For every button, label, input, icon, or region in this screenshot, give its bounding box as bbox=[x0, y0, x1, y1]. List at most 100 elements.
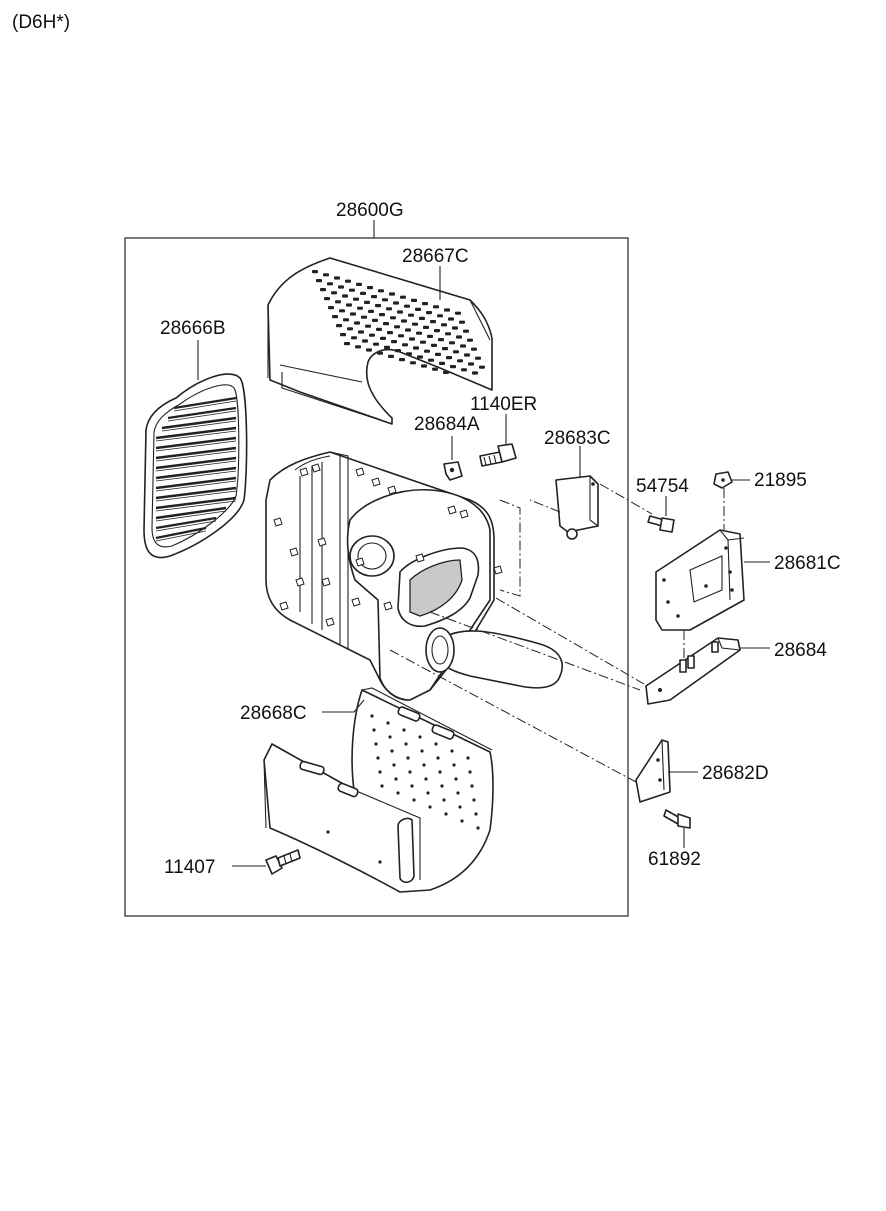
perforation bbox=[360, 291, 366, 295]
callout-28682D[interactable]: 28682D bbox=[702, 763, 769, 784]
bracket-small-icon[interactable] bbox=[555, 475, 599, 540]
grille-slat bbox=[155, 496, 237, 510]
perforation bbox=[434, 329, 440, 333]
shield-hole bbox=[434, 742, 438, 746]
assembly-line-bracket bbox=[495, 597, 645, 685]
perforation bbox=[364, 300, 370, 304]
perforation bbox=[387, 331, 393, 335]
perforation bbox=[356, 282, 362, 286]
body-clip bbox=[383, 601, 393, 611]
callout-28683C[interactable]: 28683C bbox=[544, 428, 611, 449]
nut-icon[interactable] bbox=[713, 471, 733, 489]
shield-hole bbox=[460, 819, 464, 823]
grille-slat bbox=[155, 506, 227, 520]
bolt-54754-icon[interactable] bbox=[647, 515, 675, 533]
bracket-angle-icon[interactable] bbox=[635, 739, 671, 803]
perforation bbox=[365, 324, 371, 328]
bolt-icon[interactable] bbox=[479, 443, 517, 467]
body-clip bbox=[355, 467, 365, 477]
perforation bbox=[347, 327, 353, 331]
perforation bbox=[452, 326, 458, 330]
grille-slat bbox=[173, 396, 237, 410]
muffler-body-icon[interactable] bbox=[265, 451, 564, 701]
perforation bbox=[328, 306, 334, 310]
shield-hole bbox=[370, 714, 374, 718]
callout-61892[interactable]: 61892 bbox=[648, 849, 701, 870]
callout-21895[interactable]: 21895 bbox=[754, 470, 807, 491]
shield-hole bbox=[476, 826, 480, 830]
shield-hole bbox=[380, 784, 384, 788]
shield-hole bbox=[456, 791, 460, 795]
perforation bbox=[442, 347, 448, 351]
screw-bottom-icon[interactable] bbox=[265, 849, 301, 875]
perforation bbox=[331, 291, 337, 295]
bracket-plate-icon[interactable] bbox=[655, 529, 745, 631]
callout-28684[interactable]: 28684 bbox=[774, 640, 827, 661]
perforation bbox=[399, 358, 405, 362]
grille-slat bbox=[167, 410, 237, 422]
shield-hole bbox=[424, 777, 428, 781]
perforation bbox=[405, 328, 411, 332]
perforation bbox=[441, 323, 447, 327]
grille-slat bbox=[155, 460, 237, 472]
callout-11407[interactable]: 11407 bbox=[164, 857, 215, 878]
callout-54754[interactable]: 54754 bbox=[636, 476, 689, 497]
perforation bbox=[413, 346, 419, 350]
grille-cover-icon[interactable] bbox=[143, 373, 248, 559]
perforation bbox=[354, 321, 360, 325]
perforation bbox=[445, 332, 451, 336]
shield-hole bbox=[376, 756, 380, 760]
perforation bbox=[450, 365, 456, 369]
perforation bbox=[467, 338, 473, 342]
callout-28667C[interactable]: 28667C bbox=[402, 246, 469, 267]
bracket-lower-icon[interactable] bbox=[645, 637, 741, 705]
perforation bbox=[338, 285, 344, 289]
perforated-heat-shield-icon[interactable] bbox=[267, 257, 493, 425]
shield-hole bbox=[408, 770, 412, 774]
grille-slat bbox=[155, 490, 237, 502]
perforation bbox=[394, 325, 400, 329]
lower-heat-shield-icon[interactable] bbox=[263, 687, 494, 893]
perforation bbox=[393, 301, 399, 305]
perforation bbox=[378, 289, 384, 293]
perforation bbox=[423, 325, 429, 329]
shield-hole bbox=[386, 721, 390, 725]
callout-28666B[interactable]: 28666B bbox=[160, 318, 226, 339]
perforation bbox=[443, 370, 449, 374]
shield-hole bbox=[404, 742, 408, 746]
shield-hole bbox=[420, 749, 424, 753]
perforation bbox=[448, 317, 454, 321]
perforation bbox=[420, 340, 426, 344]
body-clip bbox=[325, 617, 335, 627]
body-clip bbox=[279, 601, 289, 611]
shield-hole bbox=[374, 742, 378, 746]
perforation bbox=[320, 288, 326, 292]
perforation bbox=[424, 349, 430, 353]
clamp-icon[interactable] bbox=[443, 461, 463, 481]
grille-slat bbox=[155, 466, 237, 480]
shield-hole bbox=[452, 763, 456, 767]
perforation bbox=[339, 309, 345, 313]
callout-28668C[interactable]: 28668C bbox=[240, 703, 307, 724]
perforation bbox=[377, 351, 383, 355]
perforation bbox=[464, 353, 470, 357]
perforation bbox=[375, 304, 381, 308]
body-clip bbox=[317, 537, 327, 547]
shield-hole bbox=[472, 798, 476, 802]
shield-hole bbox=[444, 812, 448, 816]
callout-28600G[interactable]: 28600G bbox=[336, 200, 404, 221]
shield-hole bbox=[450, 749, 454, 753]
callout-1140ER[interactable]: 1140ER bbox=[470, 394, 537, 415]
bolt-61892-icon[interactable] bbox=[663, 809, 691, 829]
perforation bbox=[369, 333, 375, 337]
plate-hole bbox=[704, 584, 708, 588]
grille-slat bbox=[155, 436, 237, 450]
perforation bbox=[358, 330, 364, 334]
grille-slat bbox=[155, 530, 207, 542]
body-clip bbox=[289, 547, 299, 557]
callout-28684A[interactable]: 28684A bbox=[414, 414, 480, 435]
callout-28681C[interactable]: 28681C bbox=[774, 553, 841, 574]
body-clip bbox=[415, 553, 425, 563]
perforation bbox=[406, 352, 412, 356]
body-clip bbox=[371, 477, 381, 487]
